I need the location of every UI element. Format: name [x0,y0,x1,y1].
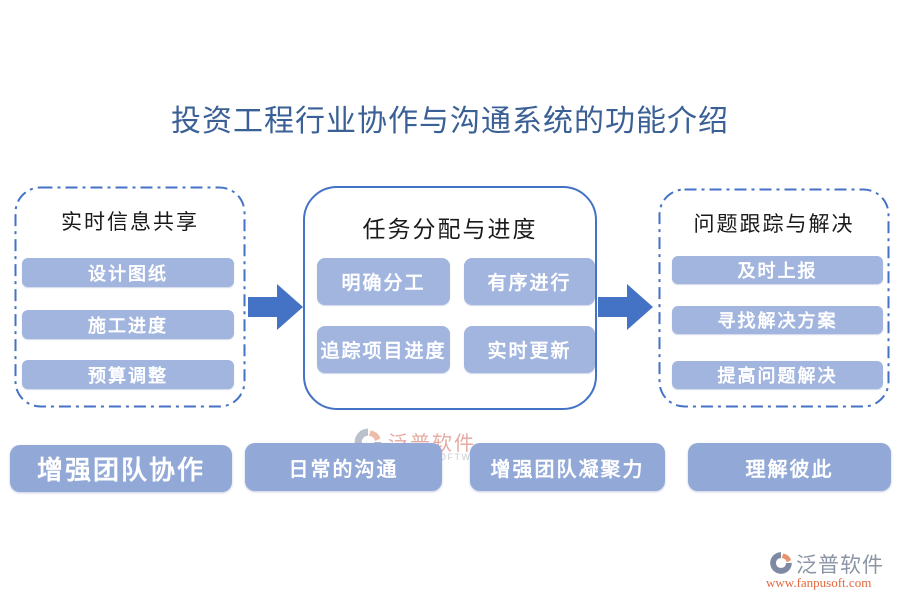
benefit-enhance-team-collaboration: 增强团队协作 [10,445,232,492]
watermark-url: www.fanpusoft.com [766,575,872,590]
benefit-understand-each-other: 理解彼此 [688,443,891,491]
panel-heading: 任务分配与进度 [362,217,538,242]
benefit-daily-communication: 日常的沟通 [245,443,442,491]
benefit-enhance-team-cohesion: 增强团队凝聚力 [470,443,665,491]
pill-realtime-update: 实时更新 [464,326,595,373]
panel-heading: 问题跟踪与解决 [693,212,855,236]
pill-track-project-progress: 追踪项目进度 [317,326,450,373]
pill-construction-progress: 施工进度 [22,310,234,339]
panel-task-allocation-progress: 任务分配与进度 明确分工 有序进行 追踪项目进度 实时更新 [303,186,597,410]
page-title: 投资工程行业协作与沟通系统的功能介绍 [171,105,729,138]
pill-orderly-progress: 有序进行 [464,258,595,305]
flow-arrow-right-icon [248,284,303,330]
flow-arrow-right-icon [598,284,653,330]
pill-design-drawings: 设计图纸 [22,258,234,287]
panel-heading: 实时信息共享 [61,210,199,234]
pill-timely-report: 及时上报 [672,256,883,284]
fanpu-logo-icon [770,552,792,574]
pill-clear-division: 明确分工 [317,258,450,305]
pill-budget-adjustment: 预算调整 [22,360,234,389]
pill-improve-problem-solving: 提高问题解决 [672,361,883,389]
panel-realtime-info-sharing: 实时信息共享 设计图纸 施工进度 预算调整 [14,186,246,408]
pill-find-solutions: 寻找解决方案 [672,306,883,334]
panel-issue-tracking-resolution: 问题跟踪与解决 及时上报 寻找解决方案 提高问题解决 [658,188,890,408]
watermark-brand: 泛普软件 [796,553,884,577]
